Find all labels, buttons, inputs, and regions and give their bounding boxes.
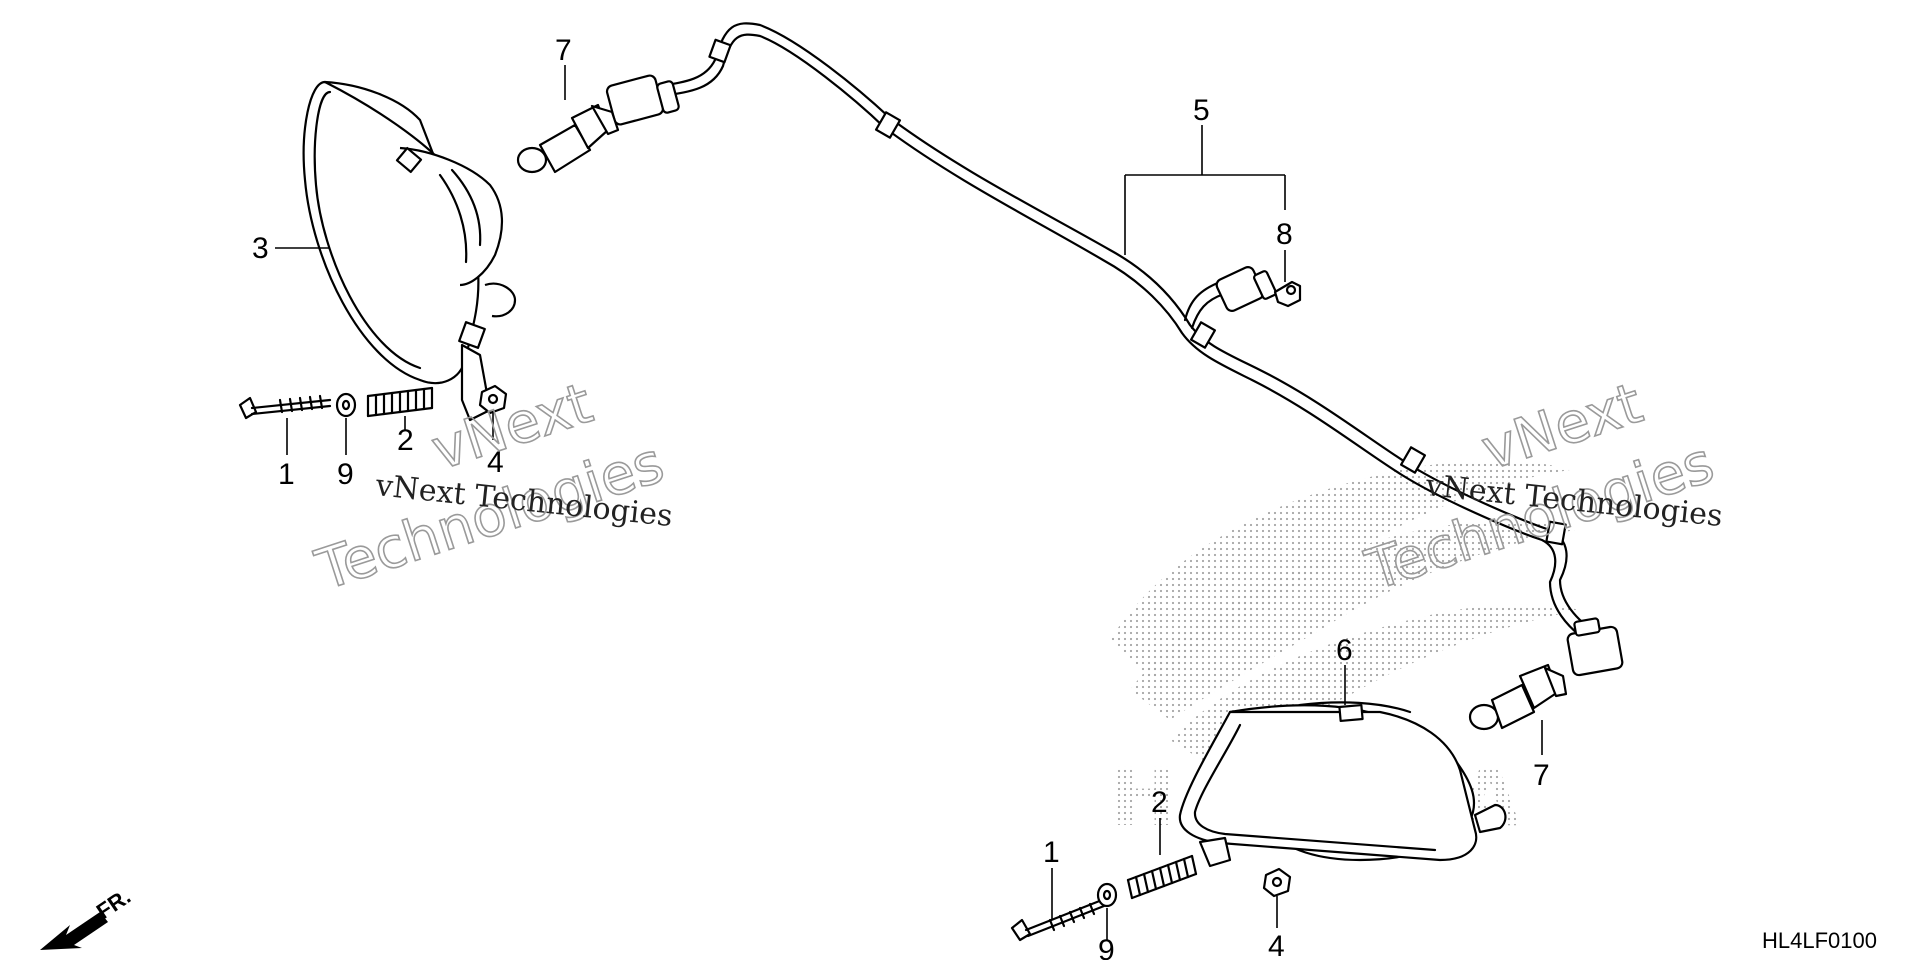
callout-3: 3 xyxy=(252,232,269,265)
callout-9-left: 9 xyxy=(337,458,354,491)
callout-5: 5 xyxy=(1193,94,1210,127)
wire-harness-part-5 xyxy=(605,22,1624,677)
harness-connector-middle xyxy=(1215,266,1277,312)
callout-4-left: 4 xyxy=(487,446,504,479)
callout-4-right: 4 xyxy=(1268,930,1285,960)
front-direction-arrow-icon: FR. xyxy=(40,884,135,950)
clip-part-8 xyxy=(1273,280,1302,308)
callout-1-left: 1 xyxy=(278,458,295,491)
bulb-right-part-7 xyxy=(1468,663,1568,731)
callout-7-left: 7 xyxy=(555,34,572,67)
callout-6: 6 xyxy=(1336,634,1353,667)
harness-connector-right xyxy=(1566,617,1624,677)
callout-1-right: 1 xyxy=(1043,836,1060,869)
spring-right-part-2 xyxy=(1126,854,1198,900)
callout-2-right: 2 xyxy=(1151,786,1168,819)
diagram-code: HL4LF0100 xyxy=(1762,928,1877,953)
callout-9-right: 9 xyxy=(1098,934,1115,960)
callout-7-right: 7 xyxy=(1533,759,1550,792)
nut-left-part-4 xyxy=(478,384,508,415)
spring-left-part-2 xyxy=(366,386,434,418)
screw-left-part-1 xyxy=(238,394,332,420)
bulb-left-part-7 xyxy=(516,103,620,174)
headlight-right-part-6 xyxy=(1178,701,1507,868)
harness-connector-left xyxy=(605,74,680,126)
watermark-left: vNext Technologies vNext Technologies xyxy=(307,370,674,604)
washer-left-part-9 xyxy=(335,392,357,418)
headlight-left-part-3 xyxy=(302,80,517,422)
washer-right-part-9 xyxy=(1096,882,1118,908)
leader-lines xyxy=(275,65,1543,940)
screw-right-part-1 xyxy=(1010,898,1106,942)
nut-right-part-4 xyxy=(1262,867,1292,898)
callout-8: 8 xyxy=(1276,218,1293,251)
callout-2-left: 2 xyxy=(397,424,414,457)
